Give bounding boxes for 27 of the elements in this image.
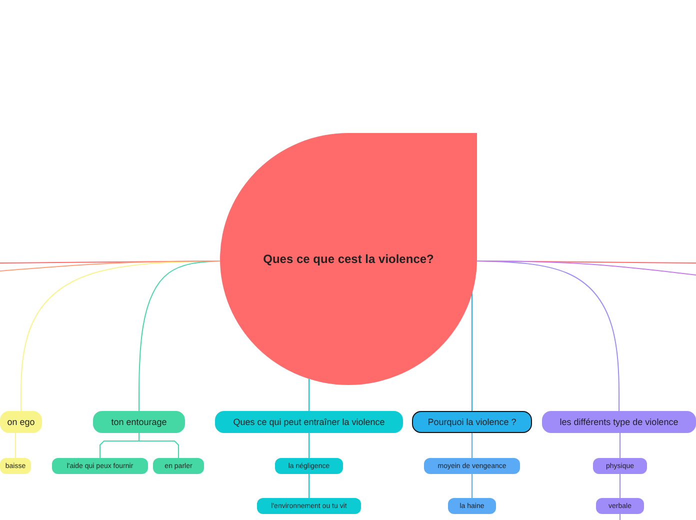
subtopic-box [275, 458, 343, 474]
subtopic-box [448, 498, 496, 514]
connector-line [308, 474, 310, 498]
connector-line [308, 378, 310, 412]
topic-box [215, 411, 403, 433]
topic-box [412, 411, 532, 433]
subtopic-box [424, 458, 520, 474]
branch-line [0, 260, 220, 272]
topic-text: Ques ce que cest la violence? [263, 252, 434, 266]
subtopic-box [0, 458, 31, 474]
subtopic-box [257, 498, 361, 514]
topic-box [0, 411, 42, 433]
topic-text: Ques ce qui peut entraîner la violence [233, 417, 385, 427]
connector-line [308, 432, 310, 458]
branch-line [476, 260, 696, 276]
topic-text: les différents type de violence [560, 417, 678, 427]
connector-line [138, 432, 179, 458]
topic-text: ton entourage [111, 417, 167, 427]
subtopic-box [596, 498, 644, 514]
connector-line [15, 432, 16, 458]
subtopic-box [153, 458, 204, 474]
topic-box [93, 411, 185, 433]
topic-text: Pourquoi la violence ? [428, 417, 516, 427]
subtopic-box [52, 458, 148, 474]
subtopic-box [593, 458, 647, 474]
topic-text: on ego [7, 417, 35, 427]
topic-box [542, 411, 696, 433]
